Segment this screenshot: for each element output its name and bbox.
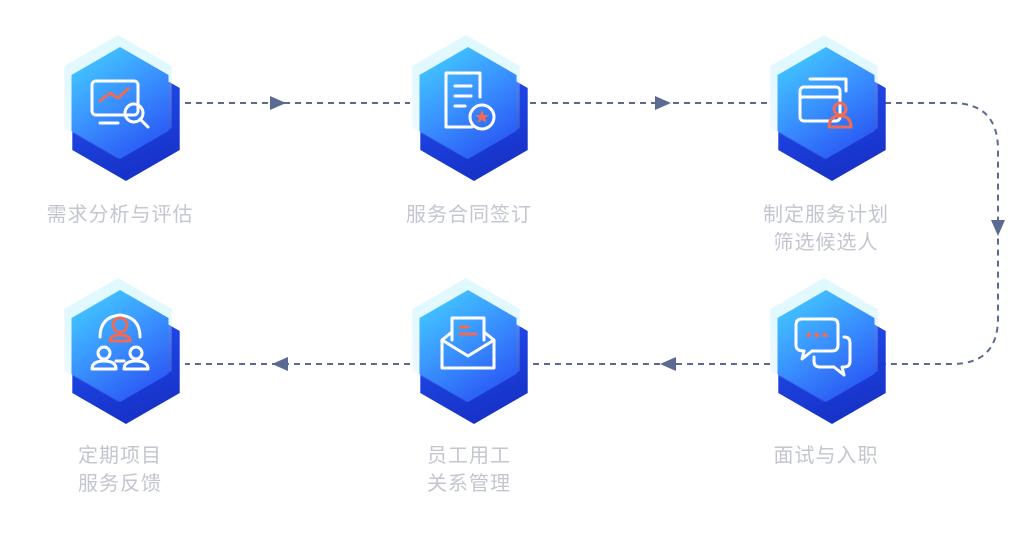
step-node-s6 [64,278,180,424]
arrow-down [991,220,1005,236]
step-label-employee-relations: 员工用工 关系管理 [369,441,569,497]
step-label-service-plan: 制定服务计划 筛选候选人 [726,200,926,256]
arrow-left-2 [272,357,288,371]
step-6-line-1: 定期项目 [78,443,162,467]
hexagon-front [419,47,517,159]
hexagon-front [777,47,875,159]
contract-icon [444,71,496,131]
connector-3-4 [885,102,999,365]
step-4-line-1: 面试与入职 [773,443,879,467]
step-node-s1 [64,35,180,181]
hexagon-front [71,290,169,402]
arrowheads [270,96,1005,371]
team-feedback-icon [90,313,150,371]
step-node-s2 [412,35,528,181]
chart-search-icon [90,79,150,129]
step-2-line-1: 服务合同签订 [406,202,532,226]
step-label-feedback: 定期项目 服务反馈 [20,441,220,497]
step-node-s5 [412,278,528,424]
hexagon-front [71,47,169,159]
step-3-line-2: 筛选候选人 [773,230,879,254]
hexagon-front [419,290,517,402]
step-6-line-2: 服务反馈 [78,471,162,495]
step-3-line-1: 制定服务计划 [763,202,889,226]
connectors [185,102,999,365]
candidate-window-icon [798,77,853,129]
step-1-line-1: 需求分析与评估 [46,202,194,226]
step-label-contract: 服务合同签订 [369,200,569,228]
step-5-line-2: 关系管理 [427,471,511,495]
step-label-interview: 面试与入职 [726,441,926,469]
step-label-needs-analysis: 需求分析与评估 [20,200,220,228]
arrow-right-2 [655,96,671,110]
mail-inbox-icon [440,316,496,370]
arrow-right-1 [270,96,286,110]
chat-bubbles-icon [794,317,852,377]
arrow-left-1 [660,357,676,371]
step-node-s3 [770,35,886,181]
step-5-line-1: 员工用工 [427,443,511,467]
